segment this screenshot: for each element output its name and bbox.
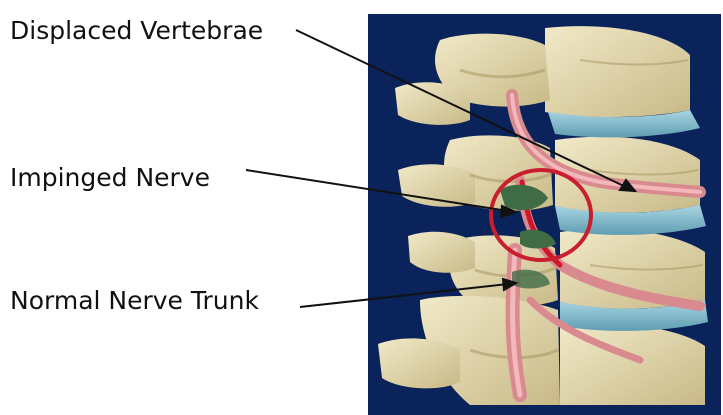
transverse-process-3 [408, 232, 475, 273]
label-normal-nerve-trunk: Normal Nerve Trunk [10, 288, 259, 313]
label-impinged-nerve: Impinged Nerve [10, 165, 210, 190]
transverse-process-1 [395, 82, 470, 125]
transverse-process-4 [378, 338, 460, 388]
label-displaced-vertebrae: Displaced Vertebrae [10, 18, 263, 43]
